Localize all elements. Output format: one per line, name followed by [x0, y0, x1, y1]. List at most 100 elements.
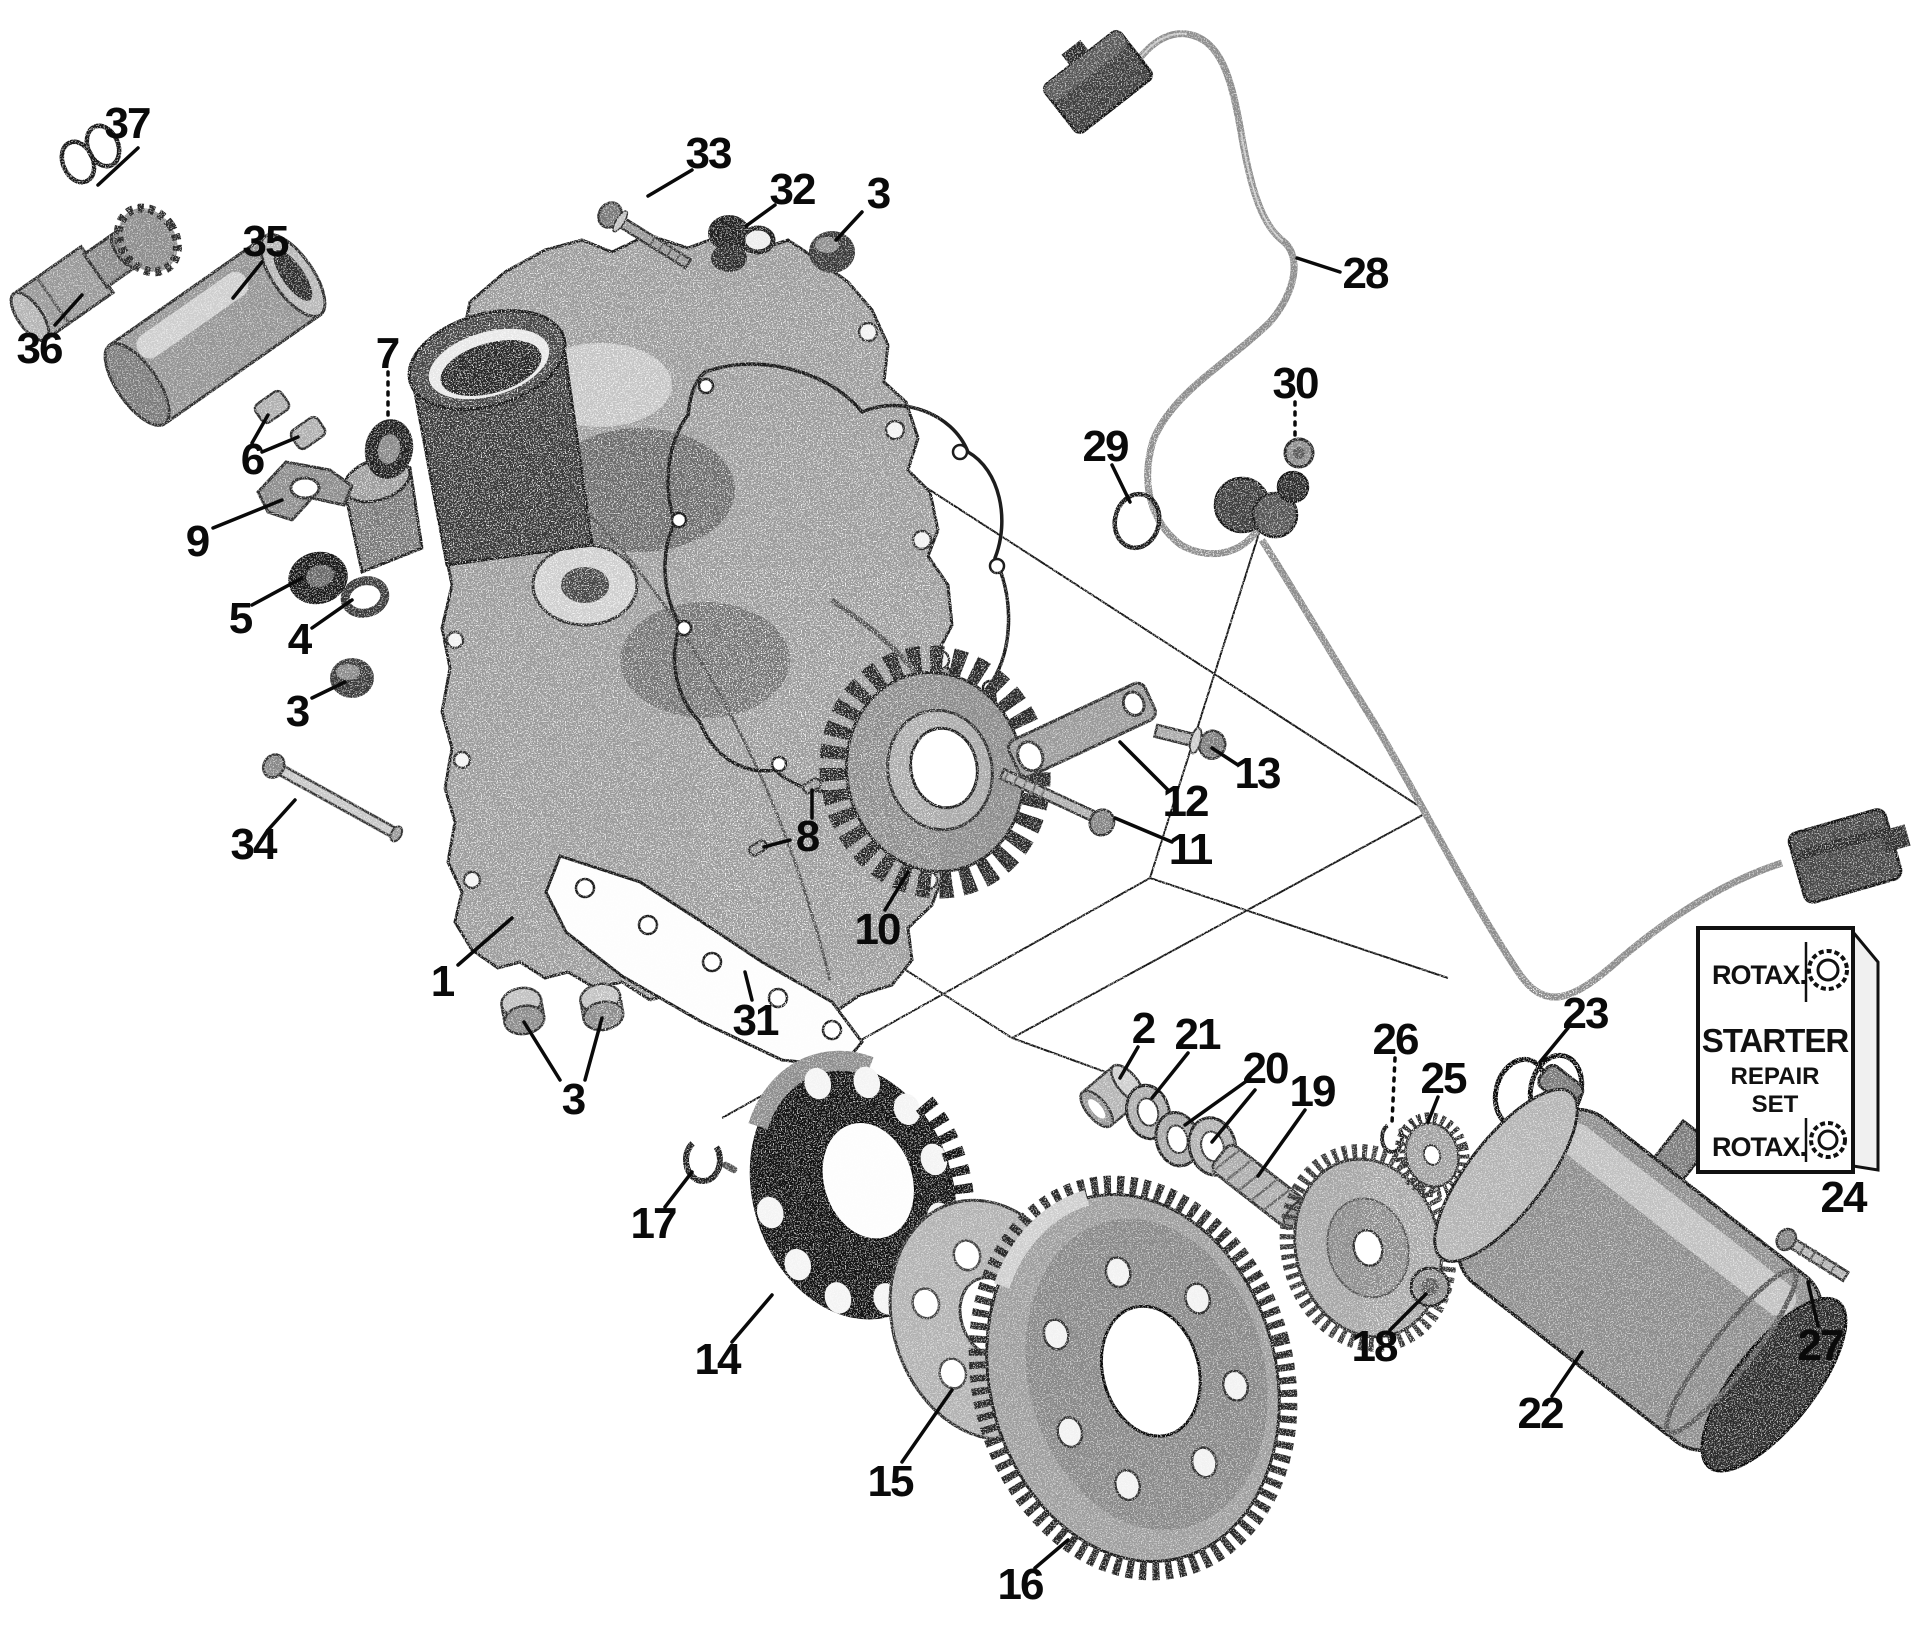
box-fold	[1851, 927, 1880, 1172]
callout-leader-36-0	[53, 293, 84, 327]
callout-leader-4-0	[310, 598, 354, 630]
callout-number-26: 26	[1373, 1015, 1418, 1064]
lower-gasket-holes	[574, 877, 843, 1041]
caps-3-bottom	[500, 982, 625, 1036]
callout-number-18: 18	[1352, 1322, 1398, 1371]
sleeve-35	[103, 233, 327, 427]
connector-plug-top	[1043, 30, 1153, 134]
callout-number-9: 9	[186, 517, 209, 566]
callout-number-27: 27	[1798, 1321, 1843, 1370]
box-brand-top: ROTAX.	[1712, 960, 1806, 990]
box-logo-bottom-icon	[1809, 1121, 1847, 1159]
callout-leader-18-0	[1388, 1292, 1428, 1332]
stator-bracket-12	[1007, 681, 1157, 779]
projection-line-5	[1149, 529, 1261, 879]
callout-24: 24	[1821, 1173, 1870, 1222]
projection-line-6	[1149, 877, 1449, 979]
callout-leader-9-0	[211, 498, 284, 530]
crankcase-shadow-1	[545, 428, 735, 552]
callout-number-32: 32	[770, 165, 815, 214]
callout-7: 7	[376, 329, 401, 422]
left-parts	[9, 123, 855, 1036]
callout-number-4: 4	[288, 615, 313, 664]
callout-8: 8	[762, 788, 822, 861]
callout-leader-17-0	[663, 1170, 694, 1209]
callout-number-36: 36	[17, 324, 62, 373]
callout-1: 1	[431, 916, 514, 1006]
callout-number-37: 37	[105, 99, 150, 148]
crankcase	[342, 233, 960, 1017]
callout-3: 3	[522, 1016, 604, 1124]
callout-number-29: 29	[1083, 422, 1128, 471]
box-brand-bottom: ROTAX.	[1712, 1132, 1806, 1162]
nut-18	[1409, 1266, 1451, 1308]
callout-22: 22	[1518, 1350, 1584, 1438]
ring-gear-16	[968, 1175, 1298, 1581]
callout-number-3: 3	[867, 169, 890, 218]
crankcase-shadow-2	[620, 602, 790, 718]
box-logo-top-inner	[1816, 958, 1840, 982]
callout-14: 14	[695, 1293, 774, 1384]
callout-30: 30	[1273, 359, 1320, 444]
plug-3-left	[330, 658, 374, 698]
callout-number-21: 21	[1175, 1010, 1221, 1059]
callout-leader-2-0	[1118, 1045, 1140, 1080]
dowel-pins-8	[747, 777, 823, 857]
callout-number-1: 1	[431, 957, 455, 1006]
callout-leader-5-0	[250, 576, 304, 607]
callout-number-17: 17	[631, 1199, 676, 1248]
callout-leader-37-0	[96, 146, 140, 187]
plug-3-top	[809, 231, 855, 273]
gaskets	[544, 362, 1011, 1068]
callout-number-2: 2	[1132, 1004, 1155, 1053]
seal-7	[364, 419, 414, 479]
connector-plug-right	[1787, 808, 1911, 904]
flywheel-group	[683, 1050, 1585, 1581]
callout-leader-8-1	[762, 838, 792, 849]
bolt-11	[998, 767, 1116, 837]
rotax-repair-set-box: ROTAX. STARTER REPAIR SET ROTAX.	[1696, 926, 1880, 1174]
harness-cable-lower	[1259, 538, 1784, 1001]
callout-28: 28	[1295, 249, 1391, 298]
callout-number-19: 19	[1290, 1067, 1335, 1116]
callout-number-5: 5	[229, 594, 253, 643]
callout-leader-32-0	[744, 203, 777, 228]
callout-leader-26-0	[1390, 1056, 1397, 1125]
stator-center-hole	[909, 726, 979, 810]
box-subtitle-2: SET	[1752, 1091, 1799, 1118]
callout-leader-29-0	[1110, 463, 1132, 504]
bracket-9	[256, 460, 354, 522]
o-ring-29	[1112, 491, 1162, 551]
callout-leader-11-0	[1113, 816, 1174, 844]
callout-leader-3-0	[522, 1020, 562, 1082]
callout-leader-31-0	[743, 970, 754, 1002]
callout-leader-23-0	[1538, 1026, 1570, 1064]
callout-leader-12-0	[1118, 740, 1170, 792]
woodruff-key-17	[683, 1136, 738, 1184]
callout-12: 12	[1118, 740, 1210, 826]
callout-leader-14-0	[730, 1293, 774, 1344]
callout-leader-27-0	[1806, 1280, 1820, 1328]
callout-leader-21-0	[1150, 1051, 1190, 1100]
callout-number-20: 20	[1243, 1044, 1288, 1093]
callout-leader-3-0	[310, 680, 347, 700]
callout-number-23: 23	[1563, 989, 1608, 1038]
callout-number-22: 22	[1518, 1389, 1563, 1438]
stator-wire	[830, 598, 917, 674]
callout-leader-13-0	[1210, 746, 1240, 767]
seal-5	[288, 551, 348, 605]
callout-leader-3-0	[834, 210, 864, 242]
callout-number-7: 7	[376, 329, 399, 378]
sensor-body-3	[1276, 470, 1310, 504]
callout-19: 19	[1256, 1067, 1337, 1178]
callout-13: 13	[1210, 746, 1282, 798]
callout-6: 6	[241, 413, 300, 484]
callout-leader-19-0	[1256, 1108, 1307, 1178]
callout-37: 37	[96, 99, 152, 187]
callout-leader-20-1	[1210, 1088, 1257, 1144]
box-subtitle-1: REPAIR	[1731, 1063, 1820, 1090]
callout-number-11: 11	[1169, 825, 1213, 874]
starter-motor-22	[1433, 1063, 1851, 1473]
callout-number-10: 10	[855, 905, 900, 954]
